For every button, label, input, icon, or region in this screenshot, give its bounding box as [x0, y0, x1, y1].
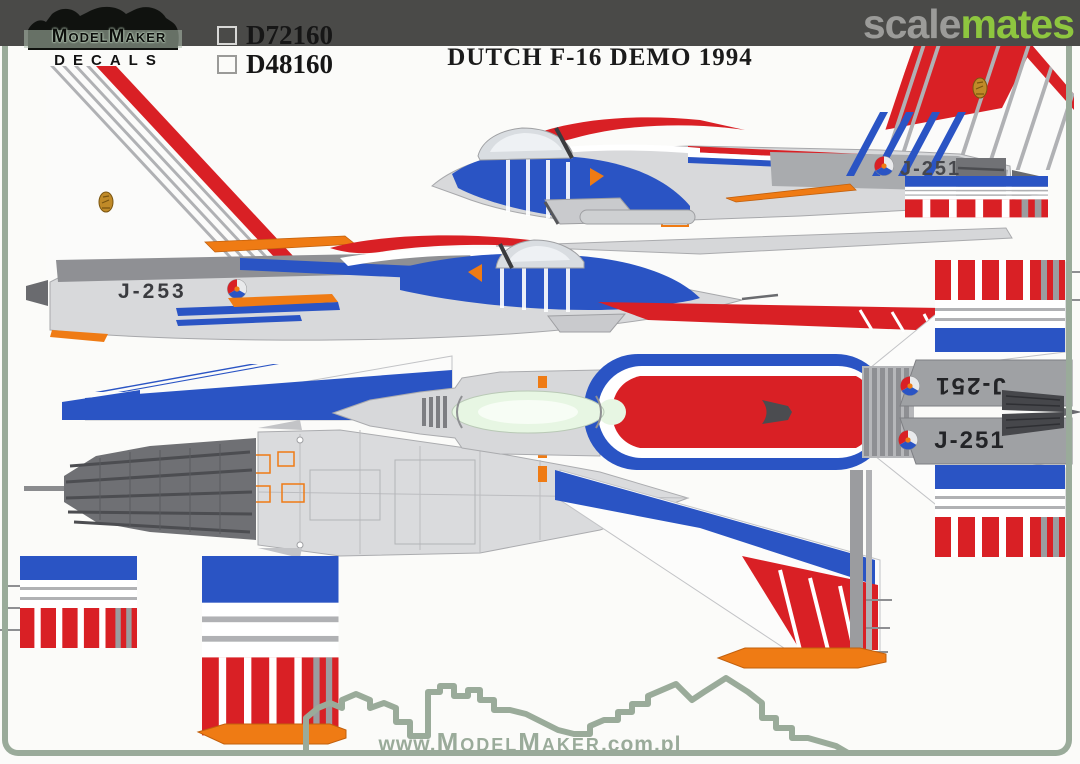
- canopy: [495, 239, 585, 269]
- wing-tip-striped: [935, 260, 1065, 352]
- product-checkbox[interactable]: [217, 55, 237, 74]
- scalemates-green-text: mates: [960, 1, 1075, 47]
- nose-blue-band: [452, 153, 690, 220]
- product-code: D48160: [246, 49, 333, 79]
- marking-text-stab-lower: J-251: [934, 427, 1005, 454]
- missile-rail: [850, 470, 863, 656]
- lion-emblem: [98, 191, 114, 213]
- wing-edge-flag-bands: [905, 176, 1048, 218]
- orange-stabilizer: [725, 183, 857, 203]
- sheet-title: DUTCH F-16 DEMO 1994: [447, 44, 753, 71]
- url-name: ModelMaker: [436, 727, 601, 757]
- nose-blue-band: [400, 253, 700, 310]
- marking-text-side1: J-251: [900, 158, 961, 180]
- orange-detail: [468, 264, 482, 282]
- marking-text-side2: J-253: [118, 280, 187, 303]
- brand-logo: ModelMaker DECALS: [22, 2, 197, 80]
- fin-root-top: [762, 400, 792, 424]
- far-wing-edge: [495, 227, 1013, 255]
- lower-right-wing: [555, 469, 892, 669]
- stab-tip-striped: [20, 556, 137, 648]
- brand-subtitle: DECALS: [54, 52, 164, 69]
- dutch-roundel: [227, 279, 247, 299]
- spine-red-panel: [612, 376, 874, 448]
- scalemates-gray-text: scale: [862, 1, 962, 47]
- product-row-2: D48160: [217, 49, 333, 80]
- website-url[interactable]: www.ModelMaker.com.pl: [250, 727, 810, 758]
- engine-nozzle: [26, 280, 48, 306]
- canopy: [477, 127, 574, 161]
- product-code: D72160: [246, 20, 333, 50]
- wing-tip-striped: [935, 465, 1065, 557]
- engine-nozzle: [24, 438, 256, 540]
- nose-red-band: [330, 235, 560, 254]
- fuel-tank-orange: [716, 647, 887, 669]
- dutch-roundel: [900, 376, 920, 396]
- skyline-graphic: [303, 675, 851, 756]
- url-www: www.: [378, 733, 437, 756]
- product-row-1: D72160: [217, 20, 333, 51]
- wing-blue-band: [555, 470, 875, 585]
- orange-detail: [590, 168, 604, 186]
- brand-name: ModelMaker: [51, 26, 167, 47]
- marking-text-stab-upper: J-251: [934, 372, 1005, 399]
- pitot-probe: [741, 293, 779, 301]
- dutch-roundel: [898, 430, 918, 450]
- lion-emblem: [972, 77, 988, 99]
- dutch-roundel: [874, 156, 894, 176]
- spine-blue-stripes: [846, 112, 966, 176]
- product-checkbox[interactable]: [217, 26, 237, 45]
- url-tld: .com.pl: [600, 733, 682, 756]
- drop-tank: [579, 209, 696, 225]
- canopy-top: [451, 390, 626, 434]
- tail-probe: [24, 486, 64, 491]
- engine-top: [1002, 390, 1080, 436]
- wing-red-tip: [742, 556, 878, 650]
- brand-skyline-icon: [24, 6, 182, 51]
- top-view: J-251 J-251: [331, 260, 1080, 669]
- scalemates-logo[interactable]: scalemates: [862, 0, 1075, 47]
